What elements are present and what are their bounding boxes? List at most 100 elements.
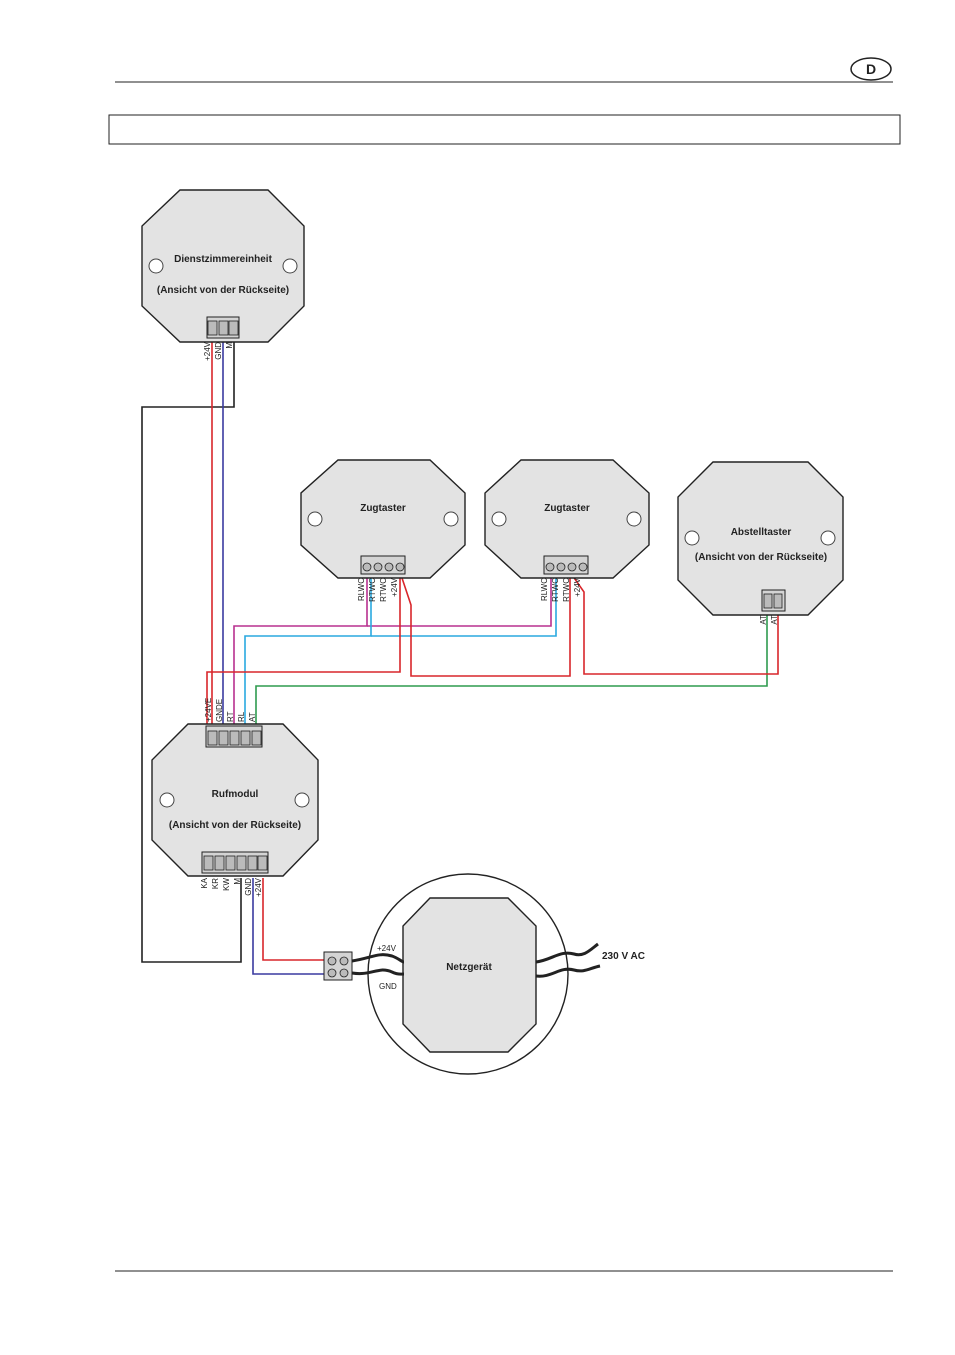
- mains-cable-1: [535, 942, 599, 964]
- pin-label: M: [233, 878, 242, 885]
- terminal-slot: [214, 855, 225, 871]
- pin-label: +24V: [573, 577, 582, 597]
- terminal-screw: [373, 562, 383, 572]
- unit-abstelltaster: Abstelltaster (Ansicht von der Rückseite…: [677, 461, 844, 625]
- pin-label: KW: [222, 878, 231, 891]
- netzgeraet-housing: [402, 897, 537, 1053]
- mounting-hole: [307, 511, 323, 527]
- unit-rufmodul: Rufmodul (Ansicht von der Rückseite) +24…: [151, 698, 319, 897]
- pin-label: GNDE: [215, 699, 224, 722]
- dienstzimmer-title: Dienstzimmereinheit: [174, 254, 272, 265]
- pin-label: RT: [226, 711, 235, 722]
- terminal-screw: [384, 562, 394, 572]
- pin-label: +24VE: [204, 698, 213, 722]
- wire-at-green: [255, 606, 768, 726]
- psu-plus-label: +24V: [377, 944, 397, 953]
- wire-24v-z1: [206, 572, 401, 726]
- zugtaster1-housing: [300, 459, 466, 579]
- zugtaster1-title: Zugtaster: [360, 503, 406, 514]
- terminal-slot: [228, 320, 239, 336]
- abstelltaster-housing: [677, 461, 844, 616]
- terminal-slot: [240, 730, 251, 746]
- mounting-hole: [282, 258, 298, 274]
- dienstzimmer-housing: [141, 189, 305, 343]
- terminal-slot: [773, 593, 783, 609]
- pin-label: RTWC: [551, 578, 560, 602]
- rufmodul-subtitle: (Ansicht von der Rückseite): [169, 820, 301, 831]
- mounting-hole: [684, 530, 700, 546]
- terminal-slot: [203, 855, 214, 871]
- terminal-screw: [362, 562, 372, 572]
- terminal-screw: [578, 562, 588, 572]
- pin-label: RLWC: [357, 578, 366, 601]
- terminal-slot: [251, 730, 262, 746]
- wire-rl-z1: [244, 572, 372, 726]
- zugtaster2-title: Zugtaster: [544, 503, 590, 514]
- unit-zugtaster-1: Zugtaster RLWC RTWC RTWC +24V: [300, 459, 466, 602]
- wires: [141, 338, 779, 975]
- rufmodul-title: Rufmodul: [212, 789, 259, 800]
- pin-label: RTWC: [368, 578, 377, 602]
- zugtaster1-terminal: [360, 555, 406, 575]
- mounting-hole: [443, 511, 459, 527]
- pin-label: GND: [214, 342, 223, 360]
- terminal-slot: [257, 855, 268, 871]
- psu-gnd-label: GND: [379, 982, 397, 991]
- zugtaster2-housing: [484, 459, 650, 579]
- psu-cable-gnd: [351, 968, 405, 976]
- terminal-screw: [567, 562, 577, 572]
- pin-label: RL: [237, 711, 246, 722]
- wire-rt-z2: [367, 572, 552, 627]
- title-box: [108, 114, 901, 145]
- language-badge-label: D: [866, 61, 876, 77]
- language-badge: [850, 57, 892, 81]
- wire-24v-z1-z2: [399, 571, 571, 677]
- mounting-hole: [491, 511, 507, 527]
- terminal-slot: [763, 593, 773, 609]
- pin-label: GND: [244, 878, 253, 896]
- wire-24v-z2-abstell: [569, 571, 779, 675]
- abstelltaster-subtitle: (Ansicht von der Rückseite): [695, 552, 827, 563]
- unit-zugtaster-2: Zugtaster RLWC RTWC RTWC +24V: [484, 459, 650, 602]
- netzgeraet-title: Netzgerät: [446, 962, 492, 973]
- terminal-screw: [395, 562, 405, 572]
- pin-label: RTWC: [562, 578, 571, 602]
- terminal-slot: [207, 730, 218, 746]
- psu-connector-block: [323, 951, 353, 981]
- pin-label: +24V: [390, 577, 399, 597]
- wire-rt-z1: [233, 572, 368, 726]
- unit-netzgeraet: Netzgerät +24V GND 230 V AC: [323, 873, 645, 1075]
- mounting-hole: [148, 258, 164, 274]
- terminal-slot: [218, 320, 229, 336]
- mounting-hole: [159, 792, 175, 808]
- pin-label: AT: [248, 712, 257, 722]
- pin-label: AT: [759, 615, 768, 625]
- pin-label: M: [225, 342, 234, 349]
- terminal-screw: [339, 968, 349, 978]
- zugtaster2-terminal: [543, 555, 589, 575]
- unit-dienstzimmereinheit: Dienstzimmereinheit (Ansicht von der Rüc…: [141, 189, 305, 361]
- terminal-slot: [218, 730, 229, 746]
- mains-cable-2: [535, 964, 601, 978]
- abstelltaster-title: Abstelltaster: [731, 527, 792, 538]
- dienstzimmer-subtitle: (Ansicht von der Rückseite): [157, 285, 289, 296]
- mounting-hole: [820, 530, 836, 546]
- wire-24v-psu: [262, 878, 330, 961]
- pin-label: KA: [200, 877, 209, 888]
- terminal-slot: [225, 855, 236, 871]
- terminal-screw: [339, 956, 349, 966]
- terminal-slot: [236, 855, 247, 871]
- pin-label: +24V: [254, 877, 263, 897]
- pin-label: RTWC: [379, 578, 388, 602]
- terminal-slot: [247, 855, 258, 871]
- wire-gnd-psu: [252, 878, 330, 975]
- mains-label: 230 V AC: [602, 951, 645, 962]
- pin-label: RLWC: [540, 578, 549, 601]
- mounting-hole: [626, 511, 642, 527]
- wire-rl-z2: [371, 572, 557, 637]
- rufmodul-housing: [151, 723, 319, 877]
- pin-label: KR: [211, 878, 220, 889]
- pin-label: AT: [770, 615, 779, 625]
